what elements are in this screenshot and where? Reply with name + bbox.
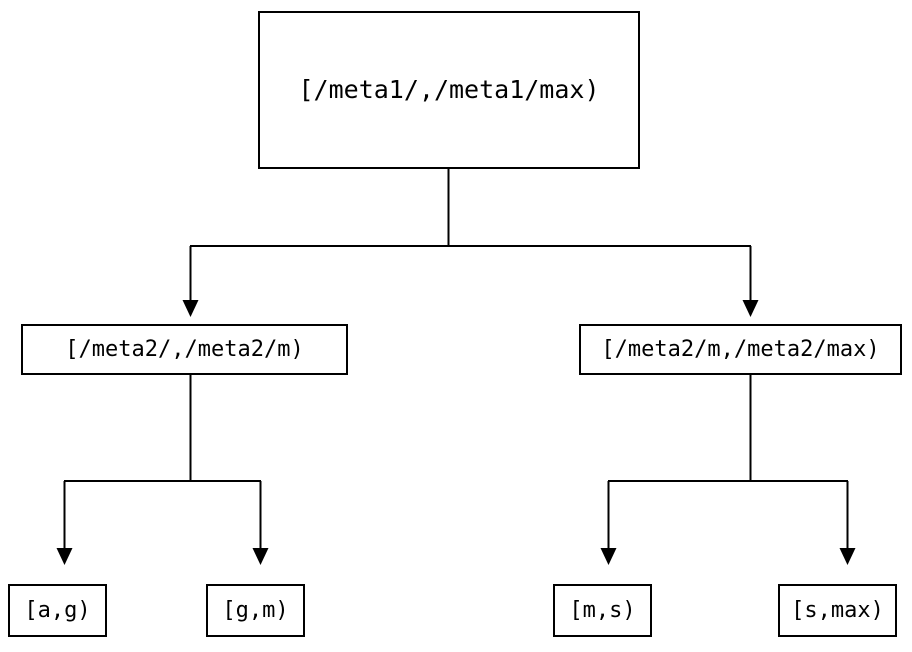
- node-leaf-4-box: [778, 584, 897, 637]
- arrowhead-to-mid-right: [742, 300, 759, 317]
- node-leaf-1[interactable]: [a,g): [8, 584, 107, 637]
- node-mid-left[interactable]: [/meta2/,/meta2/m): [21, 324, 348, 375]
- node-root[interactable]: [/meta1/,/meta1/max): [258, 11, 640, 169]
- arrowhead-to-leaf-1: [56, 548, 73, 565]
- node-leaf-4-label: [s,max): [791, 598, 884, 623]
- node-root-label: [/meta1/,/meta1/max): [298, 75, 599, 104]
- node-leaf-3-box: [553, 584, 652, 637]
- node-mid-right[interactable]: [/meta2/m,/meta2/max): [579, 324, 902, 375]
- node-leaf-3-label: [m,s): [569, 598, 635, 623]
- arrowhead-to-mid-left: [182, 300, 199, 317]
- node-mid-left-label: [/meta2/,/meta2/m): [65, 337, 303, 362]
- node-leaf-3[interactable]: [m,s): [553, 584, 652, 637]
- node-mid-left-box: [21, 324, 348, 375]
- node-leaf-2[interactable]: [g,m): [206, 584, 305, 637]
- edge-root-to-mid-level: [182, 168, 759, 317]
- arrowhead-to-leaf-4: [839, 548, 856, 565]
- edge-mid-right-to-leaves: [600, 374, 856, 565]
- node-leaf-4[interactable]: [s,max): [778, 584, 897, 637]
- node-leaf-1-box: [8, 584, 107, 637]
- node-leaf-2-label: [g,m): [222, 598, 288, 623]
- arrowhead-to-leaf-3: [600, 548, 617, 565]
- edge-mid-left-to-leaves: [56, 374, 269, 565]
- arrowhead-to-leaf-2: [252, 548, 269, 565]
- node-leaf-2-box: [206, 584, 305, 637]
- node-mid-right-label: [/meta2/m,/meta2/max): [601, 337, 879, 362]
- node-mid-right-box: [579, 324, 902, 375]
- node-leaf-1-label: [a,g): [24, 598, 90, 623]
- node-root-box: [258, 11, 640, 169]
